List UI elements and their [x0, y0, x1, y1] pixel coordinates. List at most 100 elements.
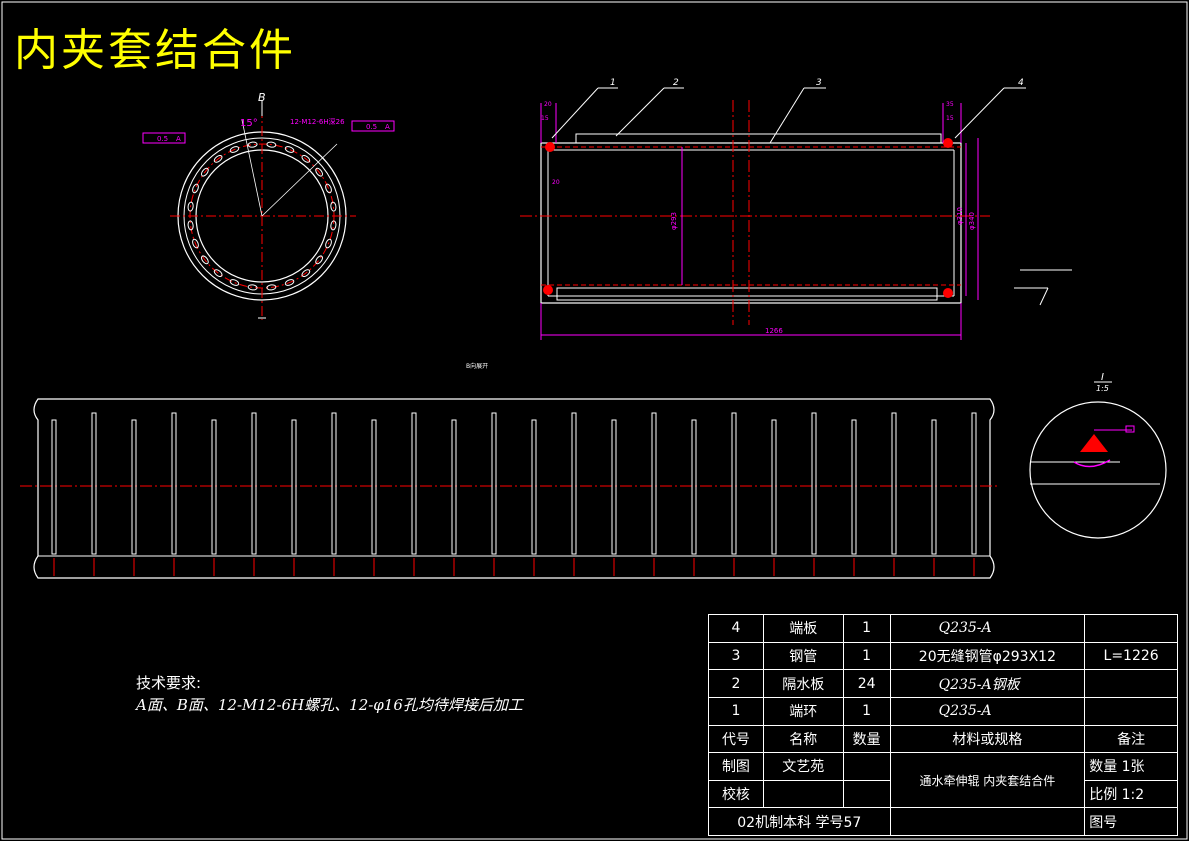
detail-view: I 1:5	[1029, 372, 1167, 539]
leader-angle	[261, 143, 338, 217]
water-plate	[611, 419, 617, 555]
dim-d7: φ310	[956, 207, 964, 225]
water-plate	[891, 412, 897, 555]
water-plate	[211, 419, 217, 555]
bom-header: 代号 名称 数量 材料或规格 备注	[708, 724, 1178, 754]
water-plate	[131, 419, 137, 555]
header-no: 代号	[708, 724, 764, 754]
title-block: 4 端板 1 Q235-A 3 钢管 1 20无缝钢管φ293X12 L=122…	[708, 614, 1178, 836]
balloon-3: 3	[816, 78, 822, 88]
bolt-hole	[284, 279, 295, 286]
bolt-hole	[266, 284, 277, 291]
top-plate	[575, 133, 942, 144]
bolt-hole	[247, 284, 258, 291]
bom-note: L=1226	[1084, 641, 1178, 671]
bolt-holes	[187, 141, 337, 291]
scale-label: 比例 1:2	[1084, 779, 1178, 809]
weld-symbol	[1014, 269, 1072, 306]
front-view: B 15° 12-M12-6H深26 0.5 A 0.5 A	[142, 91, 395, 320]
balloon-2: 2	[673, 78, 679, 88]
balloon-4: 4	[1018, 78, 1024, 88]
bolt-hole	[247, 141, 258, 148]
bom-material: Q235-A钢板	[889, 669, 1086, 698]
bolt-hole	[315, 255, 324, 265]
bom-material: Q235-A	[889, 614, 1086, 643]
detail-scale: 1:5	[1096, 384, 1109, 393]
bolt-hole	[187, 201, 194, 212]
side-view: 1266 20 15 35 15 20 φ293 φ310 φ340 1 2 3…	[520, 78, 1026, 340]
water-plate	[251, 412, 257, 555]
water-plate	[691, 419, 697, 555]
water-plate	[811, 412, 817, 555]
weld-mark	[943, 138, 953, 148]
datum-left: A	[176, 135, 181, 143]
water-plate	[931, 419, 937, 555]
bom-qty: 1	[842, 696, 891, 726]
tech-requirement: A面、B面、12-M12-6H螺孔、12-φ16孔均待焊接后加工	[136, 696, 523, 714]
bom-no: 1	[708, 696, 764, 726]
bom-note	[1084, 614, 1178, 643]
dim-d5: 20	[552, 179, 560, 186]
water-plate	[91, 412, 97, 555]
drawing-number: 图号	[1084, 807, 1178, 836]
header-material: 材料或规格	[889, 724, 1086, 754]
weld-detail	[1080, 434, 1108, 452]
water-plate	[651, 412, 657, 555]
tolerance-frame-left	[142, 132, 186, 144]
water-plates	[51, 412, 977, 576]
header-name: 名称	[762, 724, 844, 754]
bolt-hole	[192, 238, 199, 249]
detail-circle	[1029, 401, 1167, 539]
bom-note	[1084, 696, 1178, 726]
water-plate	[171, 412, 177, 555]
header-qty: 数量	[842, 724, 891, 754]
drawn-by: 文艺苑	[762, 752, 844, 781]
weld-mark	[543, 285, 553, 295]
bottom-plate	[556, 287, 938, 301]
tol-right: 0.5	[366, 123, 377, 131]
tol-left: 0.5	[157, 135, 168, 143]
dim-d2: 15	[541, 115, 549, 122]
tech-heading: 技术要求:	[136, 674, 202, 692]
bolt-hole	[266, 141, 277, 148]
bom-row-1: 1 端环 1 Q235-A	[708, 696, 1178, 726]
water-plate	[291, 419, 297, 555]
dim-d3: 35	[946, 101, 954, 108]
bom-row-4: 4 端板 1 Q235-A	[708, 614, 1178, 643]
water-plate	[531, 419, 537, 555]
unroll-label: B向展开	[466, 362, 488, 370]
bolt-hole	[315, 167, 324, 177]
dim-d4: 15	[946, 115, 954, 122]
weld-mark	[545, 142, 555, 152]
bolt-hole	[330, 201, 337, 212]
bom-row-2: 2 隔水板 24 Q235-A钢板	[708, 669, 1178, 698]
bom-no: 4	[708, 614, 764, 643]
detail-label: I	[1101, 372, 1104, 383]
tolerance-frame-right	[351, 120, 395, 132]
unroll-outline	[33, 398, 995, 579]
bom-qty: 24	[842, 669, 891, 698]
sheet-count: 数量 1张	[1084, 752, 1178, 781]
bom-material: Q235-A	[889, 696, 1086, 726]
bolt-hole	[200, 167, 209, 177]
dim-d6: φ293	[670, 212, 678, 230]
bom-name: 端板	[762, 614, 844, 643]
bolt-hole	[192, 183, 199, 194]
bolt-hole	[284, 146, 295, 153]
checked-label: 校核	[708, 779, 764, 809]
bom-material: 20无缝钢管φ293X12	[889, 641, 1086, 671]
datum-right: A	[385, 123, 390, 131]
thread-note: 12-M12-6H深26	[290, 117, 345, 126]
bom-name: 隔水板	[762, 669, 844, 698]
bom-name: 端环	[762, 696, 844, 726]
unrolled-view: B向展开	[20, 362, 1000, 579]
water-plate	[571, 412, 577, 555]
weld-mark	[943, 288, 953, 298]
bom-row-3: 3 钢管 1 20无缝钢管φ293X12 L=1226	[708, 641, 1178, 671]
bolt-hole	[229, 146, 240, 153]
bom-name: 钢管	[762, 641, 844, 671]
bom-no: 2	[708, 669, 764, 698]
drawing-name: 通水牵伸辊 内夹套结合件	[889, 752, 1086, 809]
balloon-leader-1	[551, 87, 599, 139]
